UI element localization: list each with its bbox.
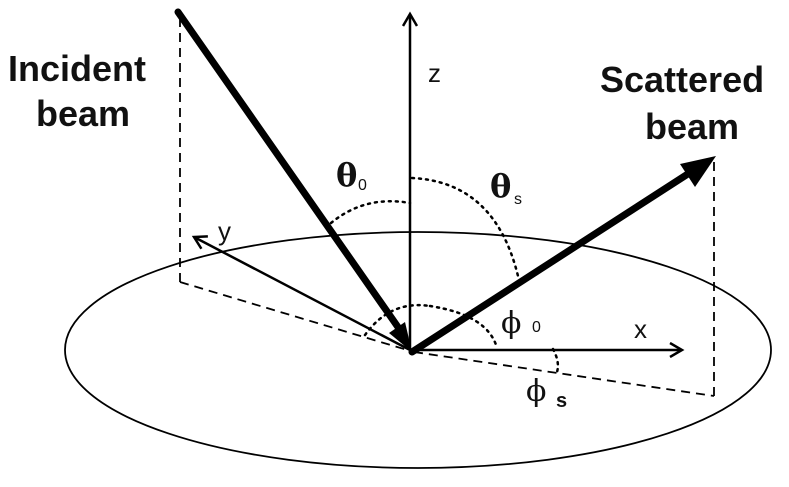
phi-0-label: ϕ — [501, 306, 521, 341]
theta-0-subscript: 0 — [358, 177, 367, 194]
incident-beam-label-line2: beam — [36, 93, 130, 134]
x-axis-label: x — [634, 314, 647, 344]
incident-beam-arrow — [174, 8, 412, 352]
theta-s-subscript: s — [514, 191, 522, 208]
phi-0-arc-right — [428, 304, 499, 350]
theta-s-arc — [410, 176, 520, 278]
scattered-beam-label-line2: beam — [645, 106, 739, 147]
theta-s-label: θ — [490, 167, 511, 205]
scattered-beam-label-line1: Scattered — [600, 59, 764, 100]
scattered-plane-projection — [413, 158, 715, 397]
phi-0-subscript: 0 — [532, 319, 541, 336]
phi-s-arc — [551, 347, 560, 374]
theta-0-arc — [329, 199, 412, 225]
y-axis-arrow — [194, 237, 411, 352]
incident-plane-projection — [179, 18, 415, 353]
scattered-beam-arrow — [408, 156, 716, 356]
z-axis-label: z — [428, 58, 441, 88]
horizontal-plane-ellipse — [64, 231, 772, 469]
y-axis-label: y — [218, 216, 231, 246]
incident-beam-label-line1: Incident — [8, 48, 146, 89]
phi-s-subscript: s — [556, 390, 567, 412]
theta-0-label: θ — [336, 156, 357, 194]
phi-s-label: ϕ — [526, 374, 546, 409]
